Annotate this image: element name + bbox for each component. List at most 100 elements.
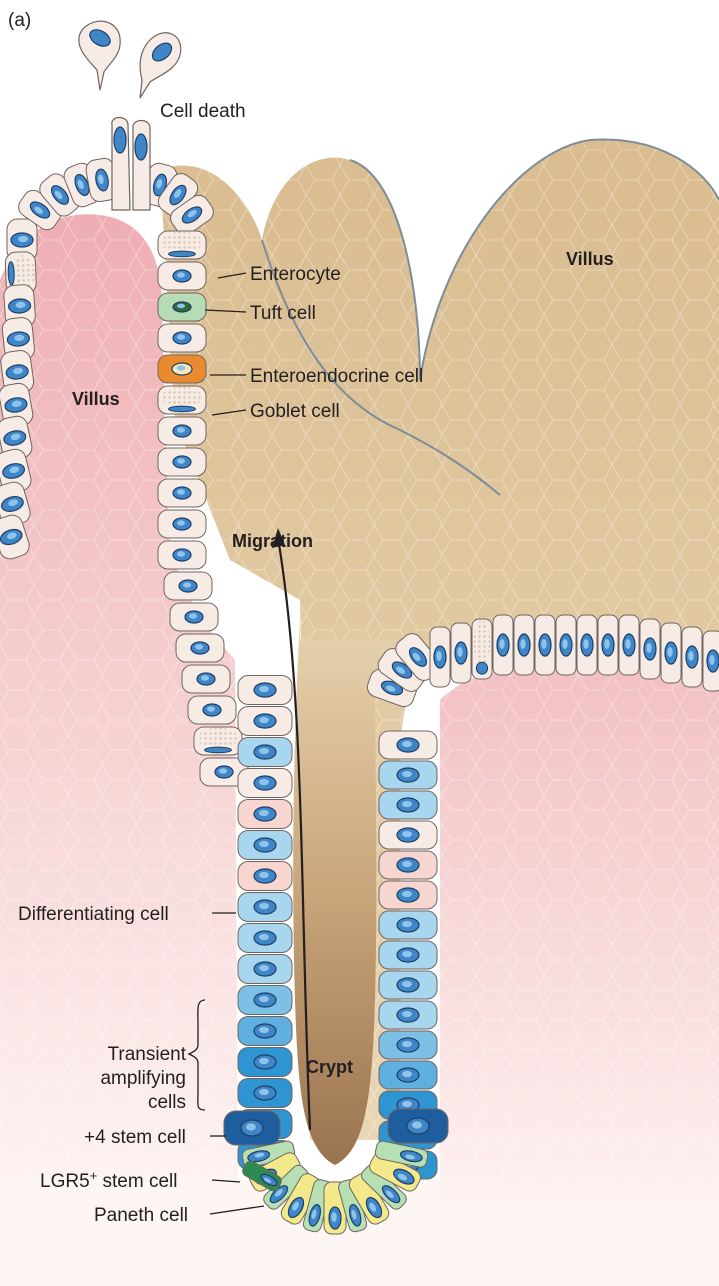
epithelial-cell (157, 447, 207, 477)
panel-label: (a) (8, 10, 31, 31)
epithelial-cell (187, 695, 237, 725)
epithelial-cell (471, 618, 493, 680)
right-crypt-wall-tissue (440, 664, 719, 1200)
epithelial-cell (157, 230, 207, 260)
lgr5-stem-cell (242, 1160, 282, 1192)
left-villus-core (0, 214, 719, 1286)
right-villus-surface-epithelium (429, 614, 719, 692)
epithelial-cell (378, 1060, 438, 1090)
epithelial-cell (395, 633, 441, 681)
epithelial-cell (181, 664, 231, 694)
goblet-cell (157, 385, 207, 415)
extruding-cell (111, 116, 131, 211)
epithelial-cell (237, 799, 293, 829)
epithelial-cell (237, 892, 293, 922)
enterocyte (157, 261, 207, 291)
transient-amplifying-label-line3: cells (148, 1092, 186, 1113)
epithelial-cell (237, 1047, 293, 1077)
enterocyte-label: Enterocyte (250, 264, 341, 285)
epithelial-cell (639, 618, 661, 680)
lgr5-stem-cell (374, 1140, 429, 1168)
leader-lines (187, 272, 265, 1215)
epithelial-cell (237, 675, 293, 705)
lgr5-stem-cell (241, 1140, 296, 1168)
epithelial-cell (0, 382, 34, 428)
epithelial-cell (175, 633, 225, 663)
epithelial-cell (378, 1000, 438, 1030)
epithelial-cell (237, 1078, 293, 1108)
nucleus (475, 661, 489, 675)
villus-right-label: Villus (566, 249, 614, 269)
dying-cells (78, 20, 182, 211)
lgr5-stem-cell-label: LGR5+ stem cell (40, 1168, 177, 1192)
epithelial-cell (702, 630, 719, 692)
migration-arrow (272, 528, 312, 1131)
epithelial-cell (157, 416, 207, 446)
epithelial-cell (576, 614, 598, 676)
differentiating-cell-label: Differentiating cell (18, 904, 169, 925)
epithelial-cell (492, 614, 514, 676)
tuft-cell (157, 292, 207, 322)
left-villus-outer-epithelium (0, 218, 38, 560)
epithelial-cell (429, 626, 451, 688)
shed-cell (139, 32, 182, 99)
epithelial-cell (513, 614, 535, 676)
plus4-stem-cell-label: +4 stem cell (84, 1127, 186, 1148)
transient-amplifying-label-line2: amplifying (100, 1068, 186, 1089)
plus4-stem-cell (223, 1110, 281, 1146)
epithelial-cell (157, 478, 207, 508)
paneth-cell (369, 1152, 421, 1192)
epithelial-cell (0, 349, 35, 395)
tuft-cell-label: Tuft cell (250, 303, 316, 324)
migration-label: Migration (232, 531, 313, 551)
epithelial-cell (237, 923, 293, 953)
enteroendocrine-cell-label: Enteroendocrine cell (250, 366, 423, 387)
paneth-cell-label: Paneth cell (94, 1205, 188, 1226)
lgr5-superscript: + (90, 1168, 98, 1183)
nucleus (204, 746, 232, 754)
epithelial-cell (378, 910, 438, 940)
epithelial-cell (39, 173, 81, 217)
paneth-cell (280, 1173, 322, 1225)
paneth-cell (348, 1173, 390, 1225)
epithelial-cell (237, 768, 293, 798)
epithelial-cell (378, 850, 438, 880)
epithelial-cell (378, 790, 438, 820)
extruding-cell (132, 119, 151, 211)
epithelial-cell (1, 317, 35, 361)
epithelial-cell (237, 737, 293, 767)
enteroendocrine-cell (157, 354, 207, 384)
epithelial-cell (0, 448, 32, 494)
epithelial-cell (18, 189, 62, 231)
epithelial-cell (555, 614, 577, 676)
goblet-cell-label: Goblet cell (250, 401, 340, 422)
crypt-label: Crypt (306, 1057, 353, 1077)
epithelial-cell (378, 760, 438, 790)
lgr5-suffix: stem cell (97, 1171, 177, 1192)
epithelial-cell (597, 614, 619, 676)
transient-amplifying-label-line1: Transient (108, 1044, 187, 1065)
epithelial-cell (237, 954, 293, 984)
epithelial-cell (450, 622, 472, 684)
nucleus (168, 250, 196, 258)
epithelial-cell (0, 514, 30, 560)
epithelial-cell (163, 571, 213, 601)
nucleus (168, 405, 196, 413)
epithelial-cell (199, 757, 249, 787)
epithelial-cell (618, 614, 640, 676)
epithelial-cell (237, 861, 293, 891)
crypt-right-wall (366, 633, 449, 1180)
epithelial-cell (377, 648, 427, 692)
epithelial-cell (237, 830, 293, 860)
epithelial-cell (378, 970, 438, 1000)
crypt-lumen (293, 620, 470, 1165)
epithelial-cell (378, 1030, 438, 1060)
epithelial-cell (4, 251, 37, 295)
left-villus-epithelium (18, 157, 249, 787)
epithelial-cell (193, 726, 243, 756)
nucleus (7, 261, 15, 286)
plus4-stem-cell (387, 1108, 449, 1144)
epithelial-cell (378, 820, 438, 850)
epithelial-cell (534, 614, 556, 676)
